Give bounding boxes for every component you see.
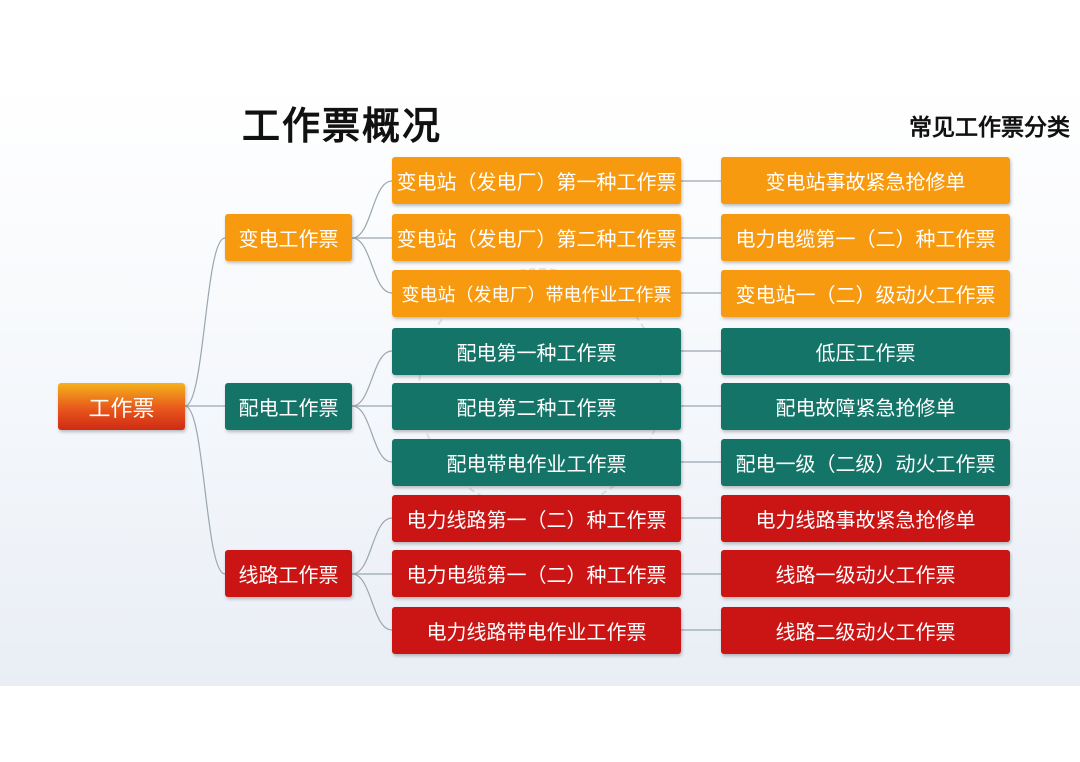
connector-substation-1 <box>351 180 393 239</box>
related-ticket-node: 变电站事故紧急抢修单 <box>721 157 1010 204</box>
related-ticket-node: 线路二级动火工作票 <box>721 607 1010 654</box>
connector-line-1 <box>351 517 393 575</box>
ticket-node: 电力线路第一（二）种工作票 <box>392 495 681 542</box>
connector-substation-3 <box>351 237 393 294</box>
category-line: 线路工作票 <box>225 550 352 597</box>
ticket-node: 变电站（发电厂）带电作业工作票 <box>392 270 681 317</box>
ticket-node: 变电站（发电厂）第二种工作票 <box>392 214 681 261</box>
connector-distribution-3 <box>351 405 393 463</box>
connector-root-line <box>184 405 226 575</box>
related-ticket-node: 线路一级动火工作票 <box>721 550 1010 597</box>
ticket-node: 电力电缆第一（二）种工作票 <box>392 550 681 597</box>
connector-distribution-1 <box>351 350 393 407</box>
ticket-node: 电力线路带电作业工作票 <box>392 607 681 654</box>
related-ticket-node: 电力电缆第一（二）种工作票 <box>721 214 1010 261</box>
related-ticket-node: 电力线路事故紧急抢修单 <box>721 495 1010 542</box>
related-ticket-node: 配电故障紧急抢修单 <box>721 383 1010 430</box>
related-ticket-node: 变电站一（二）级动火工作票 <box>721 270 1010 317</box>
ticket-node: 配电第一种工作票 <box>392 328 681 375</box>
ticket-node: 配电带电作业工作票 <box>392 439 681 486</box>
related-ticket-node: 配电一级（二级）动火工作票 <box>721 439 1010 486</box>
category-substation: 变电工作票 <box>225 214 352 261</box>
ticket-node: 配电第二种工作票 <box>392 383 681 430</box>
page-subtitle: 常见工作票分类 <box>909 115 1070 141</box>
related-ticket-node: 低压工作票 <box>721 328 1010 375</box>
connector-line-3 <box>351 573 393 631</box>
page-title: 工作票概况 <box>242 104 443 148</box>
category-distribution: 配电工作票 <box>225 383 352 430</box>
ticket-node: 变电站（发电厂）第一种工作票 <box>392 157 681 204</box>
root-node: 工作票 <box>58 383 185 430</box>
connector-root-substation <box>184 237 226 407</box>
